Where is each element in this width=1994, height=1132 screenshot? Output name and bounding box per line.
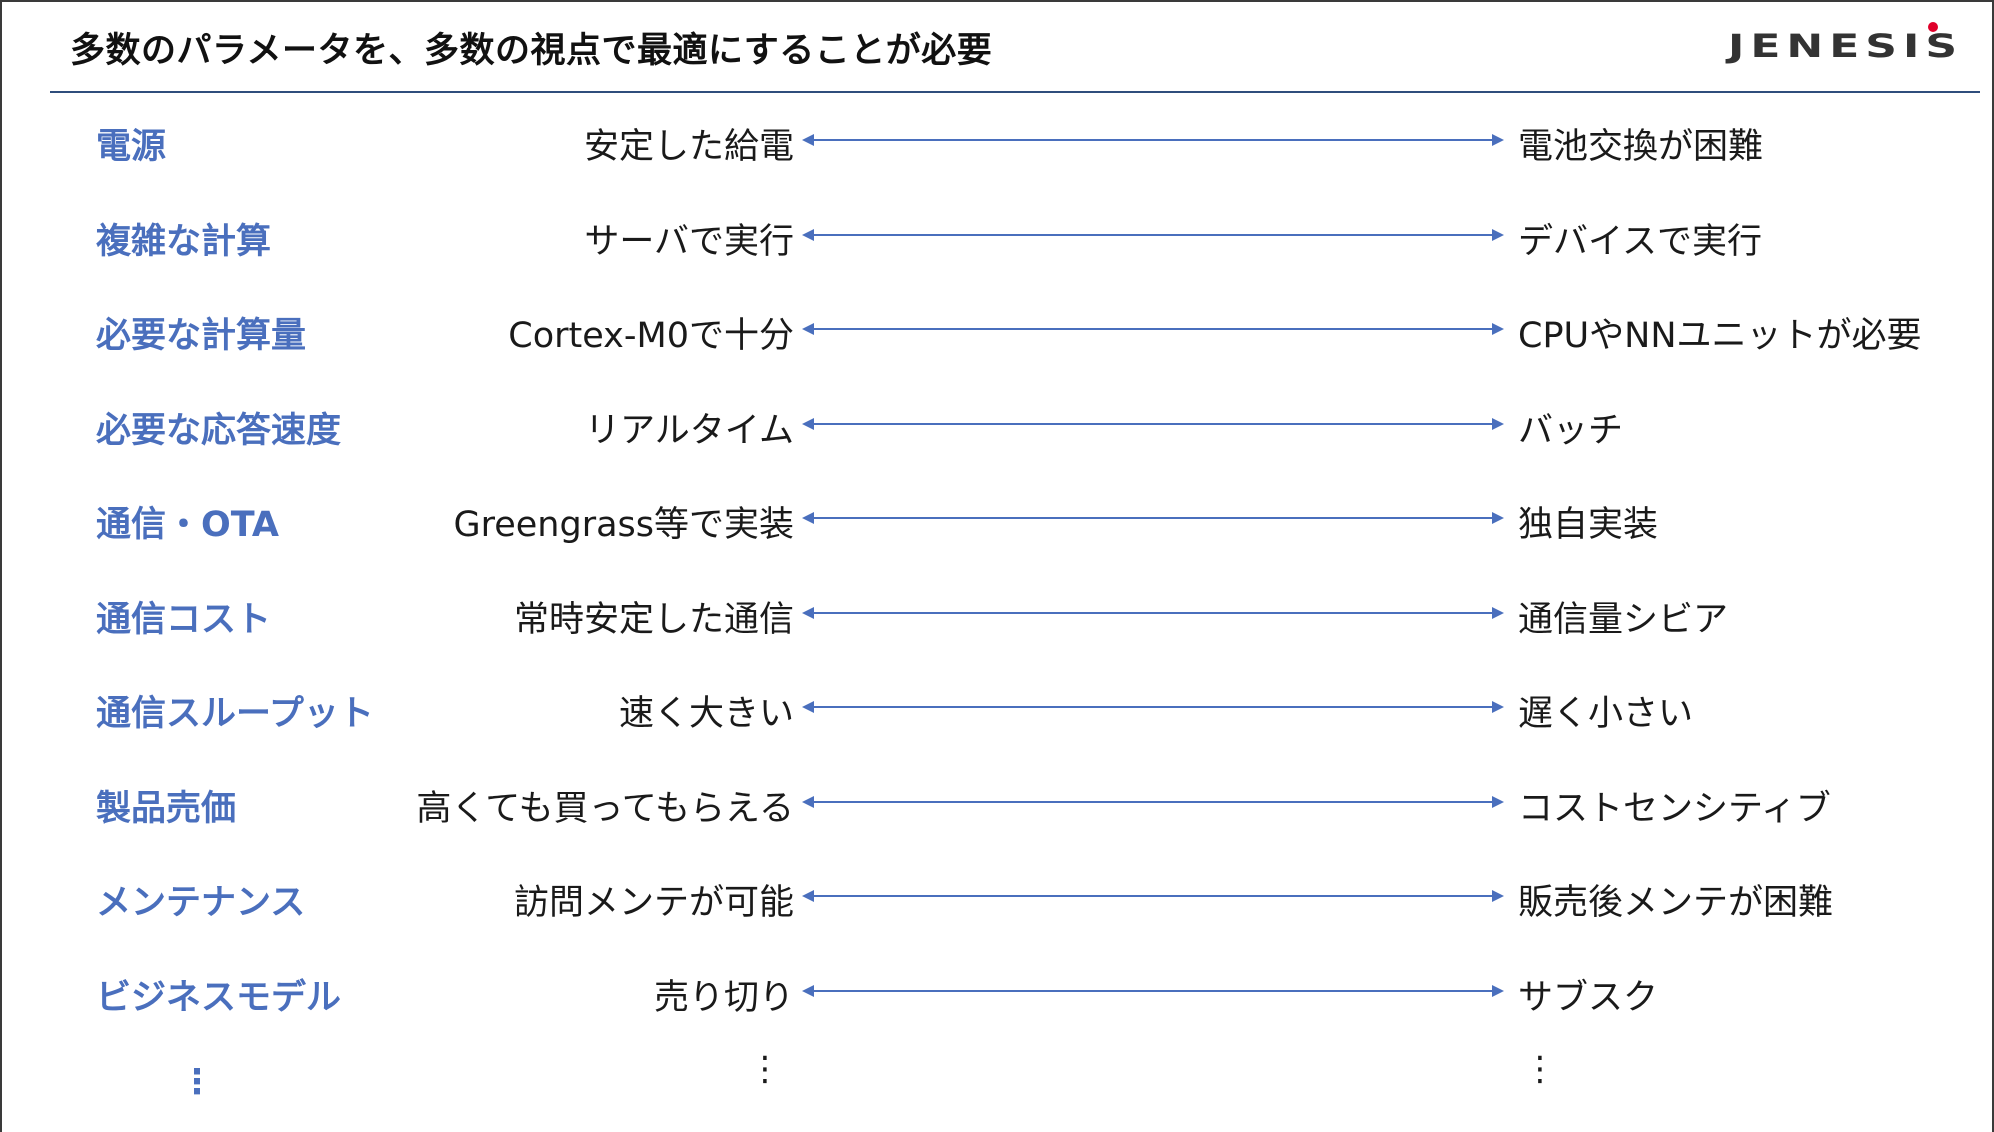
left-extreme-text: リアルタイム [585, 410, 794, 451]
parameter-row: 通信コスト 常時安定した通信 通信量シビア [0, 583, 1994, 643]
right-extreme-text: 電池交換が困難 [1518, 127, 1764, 167]
parameter-row: 通信スループット 速く大きい 遅く小さい [0, 677, 1994, 737]
parameter-row: 必要な応答速度 リアルタイム バッチ [0, 394, 1994, 454]
header-divider [50, 91, 1980, 93]
parameter-label: 製品売価 [96, 788, 237, 829]
left-extreme-text: サーバで実行 [584, 221, 794, 262]
slide-title: 多数のパラメータを、多数の視点で最適にすることが必要 [70, 31, 993, 71]
parameter-row: メンテナンス 訪問メンテが可能 販売後メンテが困難 [0, 866, 1994, 926]
parameter-label: 通信スループット [96, 694, 374, 734]
double-arrow-icon [802, 512, 1504, 524]
parameter-label: 必要な応答速度 [96, 410, 342, 451]
double-arrow-icon [802, 417, 1504, 430]
double-arrow-icon [802, 795, 1504, 808]
right-extreme-text: デバイスで実行 [1518, 221, 1762, 262]
right-extreme-text: 販売後メンテが困難 [1518, 883, 1834, 923]
parameter-label: 必要な計算量 [96, 316, 307, 356]
parameter-row: 電源 安定した給電 電池交換が困難 [0, 110, 1994, 170]
left-extreme-text: 常時安定した通信 [513, 599, 794, 640]
double-arrow-icon [802, 984, 1504, 997]
parameter-label: 複雑な計算 [96, 221, 272, 262]
double-arrow-icon [802, 323, 1504, 335]
parameter-label: 通信コスト [96, 599, 272, 640]
double-arrow-icon [802, 134, 1504, 146]
jenesis-logo: JENESIS [1728, 22, 1978, 72]
right-extreme-text: コストセンシティブ [1518, 788, 1831, 829]
parameter-row: 複雑な計算 サーバで実行 デバイスで実行 [0, 205, 1994, 265]
right-extreme-text: 遅く小さい [1518, 694, 1694, 734]
parameter-row: 必要な計算量 Cortex-M0で十分 CPUやNNユニットが必要 [0, 299, 1994, 359]
right-extreme-text: サブスク [1518, 977, 1659, 1018]
left-extreme-text: Cortex-M0で十分 [508, 316, 794, 356]
left-continuation-ellipsis: ⋮ [748, 1049, 782, 1089]
right-extreme-text: 独自実装 [1518, 505, 1659, 545]
parameter-row: 製品売価 高くても買ってもらえる コストセンシティブ [0, 772, 1994, 832]
double-arrow-icon [802, 890, 1504, 902]
left-extreme-text: 速く大きい [618, 694, 794, 734]
left-extreme-text: 高くても買ってもらえる [416, 788, 794, 829]
parameter-row: 通信・OTA Greengrass等で実装 独自実装 [0, 488, 1994, 548]
slide-frame-top [0, 0, 1994, 2]
right-continuation-ellipsis: ⋮ [1523, 1049, 1557, 1089]
left-extreme-text: 安定した給電 [583, 127, 794, 167]
label-continuation-ellipsis: ⋮ [180, 1062, 214, 1102]
parameter-label: 通信・OTA [96, 505, 279, 545]
parameter-label: メンテナンス [96, 883, 306, 923]
parameter-label: ビジネスモデル [96, 977, 342, 1018]
left-extreme-text: 売り切り [653, 977, 794, 1018]
left-extreme-text: Greengrass等で実装 [453, 505, 794, 545]
logo-text: JENESIS [1728, 28, 1964, 65]
right-extreme-text: 通信量シビア [1518, 599, 1729, 640]
slide-frame-left [0, 0, 2, 1132]
logo-dot [1928, 22, 1938, 32]
right-extreme-text: バッチ [1518, 410, 1624, 451]
parameter-label: 電源 [96, 127, 167, 167]
right-extreme-text: CPUやNNユニットが必要 [1518, 316, 1922, 356]
parameter-row: ビジネスモデル 売り切り サブスク [0, 961, 1994, 1021]
double-arrow-icon [802, 228, 1504, 241]
double-arrow-icon [802, 606, 1504, 619]
slide-frame-right [1992, 0, 1994, 1132]
left-extreme-text: 訪問メンテが可能 [513, 883, 794, 923]
double-arrow-icon [802, 701, 1504, 713]
